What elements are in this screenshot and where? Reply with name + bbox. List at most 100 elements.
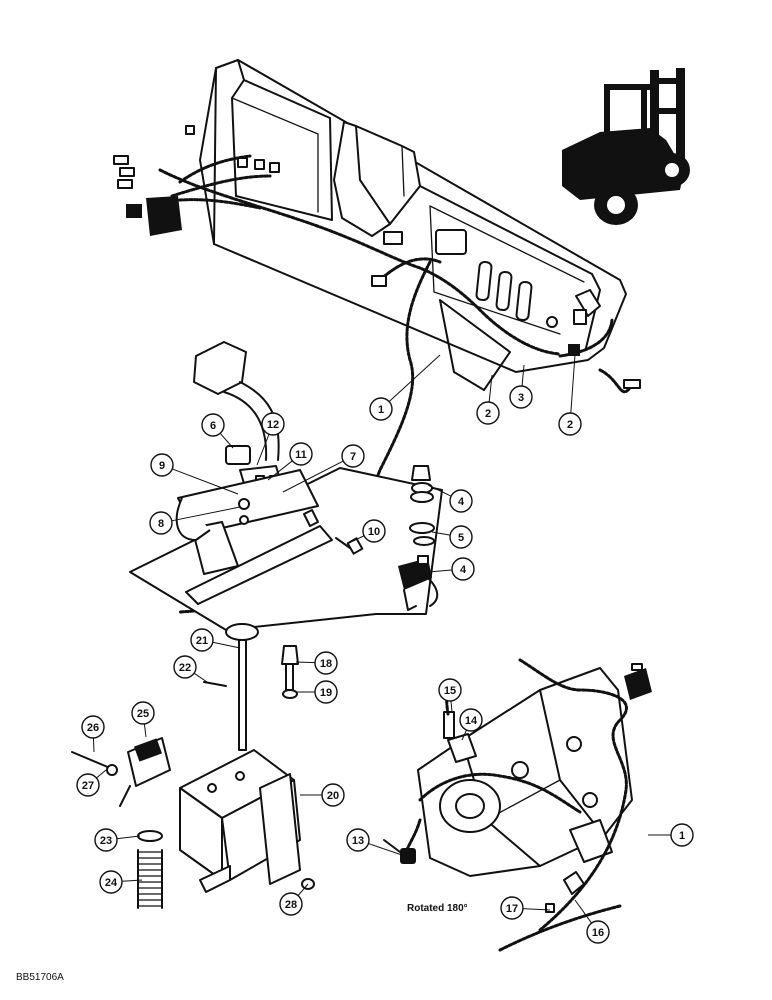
callout-label: 22 xyxy=(179,662,191,674)
figure-code: BB51706A xyxy=(16,972,64,983)
callout-20: 20 xyxy=(300,783,345,807)
callout-leader xyxy=(171,506,241,522)
rotated-note: Rotated 180° xyxy=(407,903,468,914)
callout-circle xyxy=(321,783,345,807)
callout-circle xyxy=(261,412,285,436)
callout-16: 16 xyxy=(574,899,610,944)
callout-leader xyxy=(522,908,551,911)
dashboard-panel xyxy=(113,59,641,394)
callout-circle xyxy=(500,896,524,920)
callout-17: 17 xyxy=(500,896,551,920)
callout-label: 7 xyxy=(350,451,356,463)
callout-circle xyxy=(451,557,475,581)
callout-leader xyxy=(570,354,576,414)
callout-circle xyxy=(438,678,462,702)
callout-1: 1 xyxy=(369,354,441,421)
pedal-assembly xyxy=(129,341,443,631)
callout-label: 9 xyxy=(159,460,165,472)
callout-label: 5 xyxy=(458,532,464,544)
callout-leader xyxy=(256,434,270,466)
callout-leader xyxy=(521,364,525,387)
callout-leader xyxy=(172,468,239,495)
callout-1: 1 xyxy=(648,823,694,847)
callout-12: 12 xyxy=(256,412,285,466)
callout-leader xyxy=(427,484,452,497)
callout-circle xyxy=(289,442,313,466)
callout-leader xyxy=(431,531,451,536)
callout-label: 4 xyxy=(458,496,465,508)
callout-circle xyxy=(201,413,225,437)
callout-circle xyxy=(449,489,473,513)
callout-circle xyxy=(149,511,173,535)
callout-circle xyxy=(558,412,582,436)
callout-leader xyxy=(143,723,147,738)
callout-circle xyxy=(76,773,100,797)
callout-circle xyxy=(459,708,483,732)
callout-label: 12 xyxy=(267,419,279,431)
callout-leader xyxy=(267,460,293,481)
callout-circle xyxy=(173,655,197,679)
callout-3: 3 xyxy=(509,364,533,409)
callout-label: 27 xyxy=(82,780,94,792)
callout-label: 13 xyxy=(352,835,364,847)
callout-label: 19 xyxy=(320,687,332,699)
callout-leader xyxy=(219,432,234,449)
callout-22: 22 xyxy=(173,655,208,683)
callout-label: 3 xyxy=(518,392,524,404)
callout-circle xyxy=(314,680,338,704)
callout-label: 14 xyxy=(465,715,478,727)
callout-13: 13 xyxy=(346,828,403,856)
callout-leader xyxy=(297,883,309,896)
callout-4: 4 xyxy=(427,557,475,581)
callout-label: 6 xyxy=(210,420,216,432)
callout-7: 7 xyxy=(282,444,365,493)
callout-leader xyxy=(282,460,344,493)
callout-label: 1 xyxy=(679,830,685,842)
callout-label: 16 xyxy=(592,927,604,939)
callout-leader xyxy=(212,641,241,649)
callout-label: 11 xyxy=(295,449,307,461)
callout-14: 14 xyxy=(459,708,483,741)
callout-circle xyxy=(150,453,174,477)
callout-circle xyxy=(314,651,338,675)
callout-28: 28 xyxy=(279,883,309,916)
callout-leader xyxy=(388,354,441,402)
callout-label: 25 xyxy=(137,708,149,720)
callout-circle xyxy=(81,715,105,739)
callout-circle xyxy=(94,828,118,852)
callout-10: 10 xyxy=(348,519,386,544)
callout-leader xyxy=(450,700,453,713)
callout-label: 17 xyxy=(506,903,518,915)
callout-21: 21 xyxy=(190,628,241,652)
callout-2: 2 xyxy=(476,374,500,425)
callout-27: 27 xyxy=(76,769,107,797)
callout-label: 26 xyxy=(87,722,99,734)
callout-circle xyxy=(190,628,214,652)
callout-label: 28 xyxy=(285,899,297,911)
callout-leader xyxy=(427,569,453,573)
callout-19: 19 xyxy=(296,680,338,704)
callout-label: 24 xyxy=(105,877,118,889)
callout-circle xyxy=(509,385,533,409)
callout-leader xyxy=(116,835,141,840)
callout-18: 18 xyxy=(295,651,338,675)
callout-label: 2 xyxy=(485,408,491,420)
callout-circle xyxy=(449,525,473,549)
callout-label: 23 xyxy=(100,835,112,847)
callout-circle xyxy=(362,519,386,543)
callout-23: 23 xyxy=(94,828,141,852)
callout-leader xyxy=(461,729,467,741)
callout-8: 8 xyxy=(149,506,241,535)
callout-circle xyxy=(346,828,370,852)
callout-label: 8 xyxy=(158,518,164,530)
callout-2: 2 xyxy=(558,354,582,436)
callout-leader xyxy=(574,899,592,924)
callout-circle xyxy=(131,701,155,725)
callout-4: 4 xyxy=(427,484,473,513)
callout-label: 18 xyxy=(320,658,332,670)
callout-label: 2 xyxy=(567,419,573,431)
bracket-assembly xyxy=(71,623,315,909)
